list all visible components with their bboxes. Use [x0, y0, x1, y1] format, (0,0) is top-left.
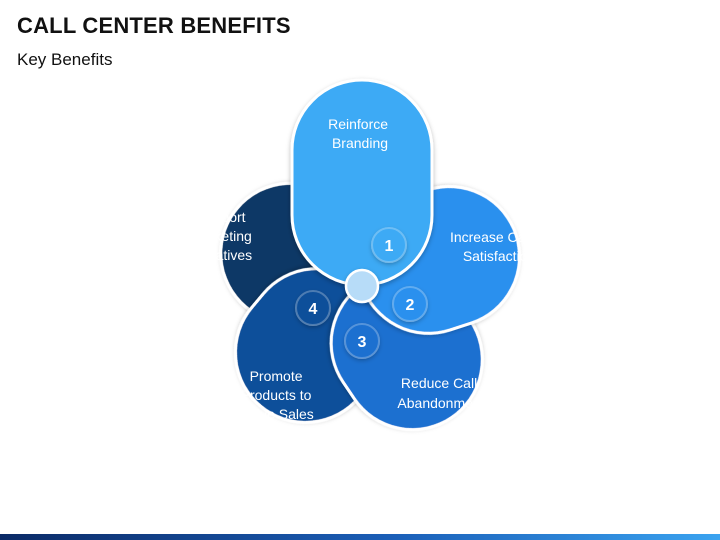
petal-1-shape — [290, 78, 434, 287]
petal-3-badge: 3 — [344, 323, 380, 359]
slide-subtitle: Key Benefits — [17, 50, 113, 69]
center-hub — [344, 268, 380, 304]
petal-4-label-line-3: Drive Sales — [242, 406, 314, 422]
petal-1-label-line-2: Branding — [332, 135, 388, 151]
petal-5-label-line-1: Support — [197, 209, 246, 225]
petal-4-label-line-1: Promote — [250, 368, 303, 384]
petal-4-number: 4 — [309, 301, 318, 318]
petal-3-label-line-1: Reduce Call — [401, 375, 477, 391]
bottom-accent-bar — [0, 534, 720, 540]
petal-5-label-line-3: Initiatives — [194, 247, 252, 263]
petal-3-label-line-2: Abandonment — [397, 395, 484, 411]
petal-2-label: Increase Caller Satisfaction — [450, 229, 548, 264]
petal-3-number: 3 — [358, 334, 367, 351]
petal-1-number-circle — [371, 227, 407, 263]
petal-3-number-circle — [344, 323, 380, 359]
petal-2-label-line-1: Increase Caller — [450, 229, 544, 245]
slide-title: CALL CENTER BENEFITS — [17, 13, 291, 38]
petal-1: 1 Reinforce Branding — [290, 78, 434, 287]
petal-2-number-circle — [392, 286, 428, 322]
petal-1-label: Reinforce Branding — [328, 116, 392, 151]
petal-1-badge: 1 — [371, 227, 407, 263]
petal-3-label: Reduce Call Abandonment — [397, 375, 484, 411]
petal-5-label: Support Marketing Initiatives — [190, 209, 255, 263]
petal-2-label-line-2: Satisfaction — [463, 248, 535, 264]
petal-2-number: 2 — [406, 297, 415, 314]
petal-4-number-circle — [295, 290, 331, 326]
petal-1-number: 1 — [385, 238, 394, 255]
petal-4-label-line-2: Products to — [241, 387, 312, 403]
petal-4-badge: 4 — [295, 290, 331, 326]
petal-1-label-line-1: Reinforce — [328, 116, 388, 132]
petal-5-label-line-2: Marketing — [190, 228, 251, 244]
petal-4-label: Promote Products to Drive Sales — [241, 368, 316, 422]
petal-2-badge: 2 — [392, 286, 428, 322]
